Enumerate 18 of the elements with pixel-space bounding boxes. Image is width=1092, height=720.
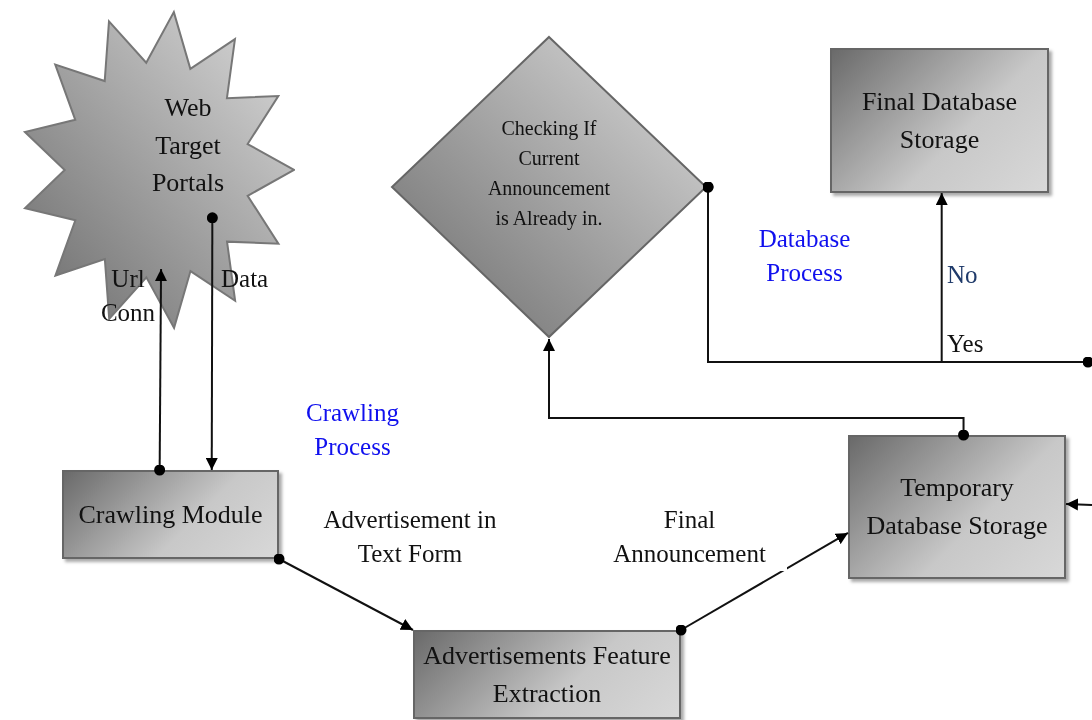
process-box [830,48,1049,193]
node-label: Temporary Database Storage [865,472,1049,542]
process-box [413,630,681,719]
arrow [154,268,167,476]
section-label: Database Process [757,224,852,288]
arrow [543,338,970,441]
arrow [675,531,849,636]
node-label: Advertisements Feature Extraction [422,639,672,710]
node-label: Final Database Storage [860,85,1019,156]
arrow [273,553,414,631]
arrow [1065,498,1092,511]
node-label: Web Target Portals [150,92,226,200]
node-label: Crawling Module [78,498,263,531]
section-label: Crawling Process [304,398,400,462]
arrow [205,212,218,471]
node-label: Checking If Current Announcement is Already in. [486,116,612,232]
process-box [848,435,1066,579]
process-box [62,470,279,559]
